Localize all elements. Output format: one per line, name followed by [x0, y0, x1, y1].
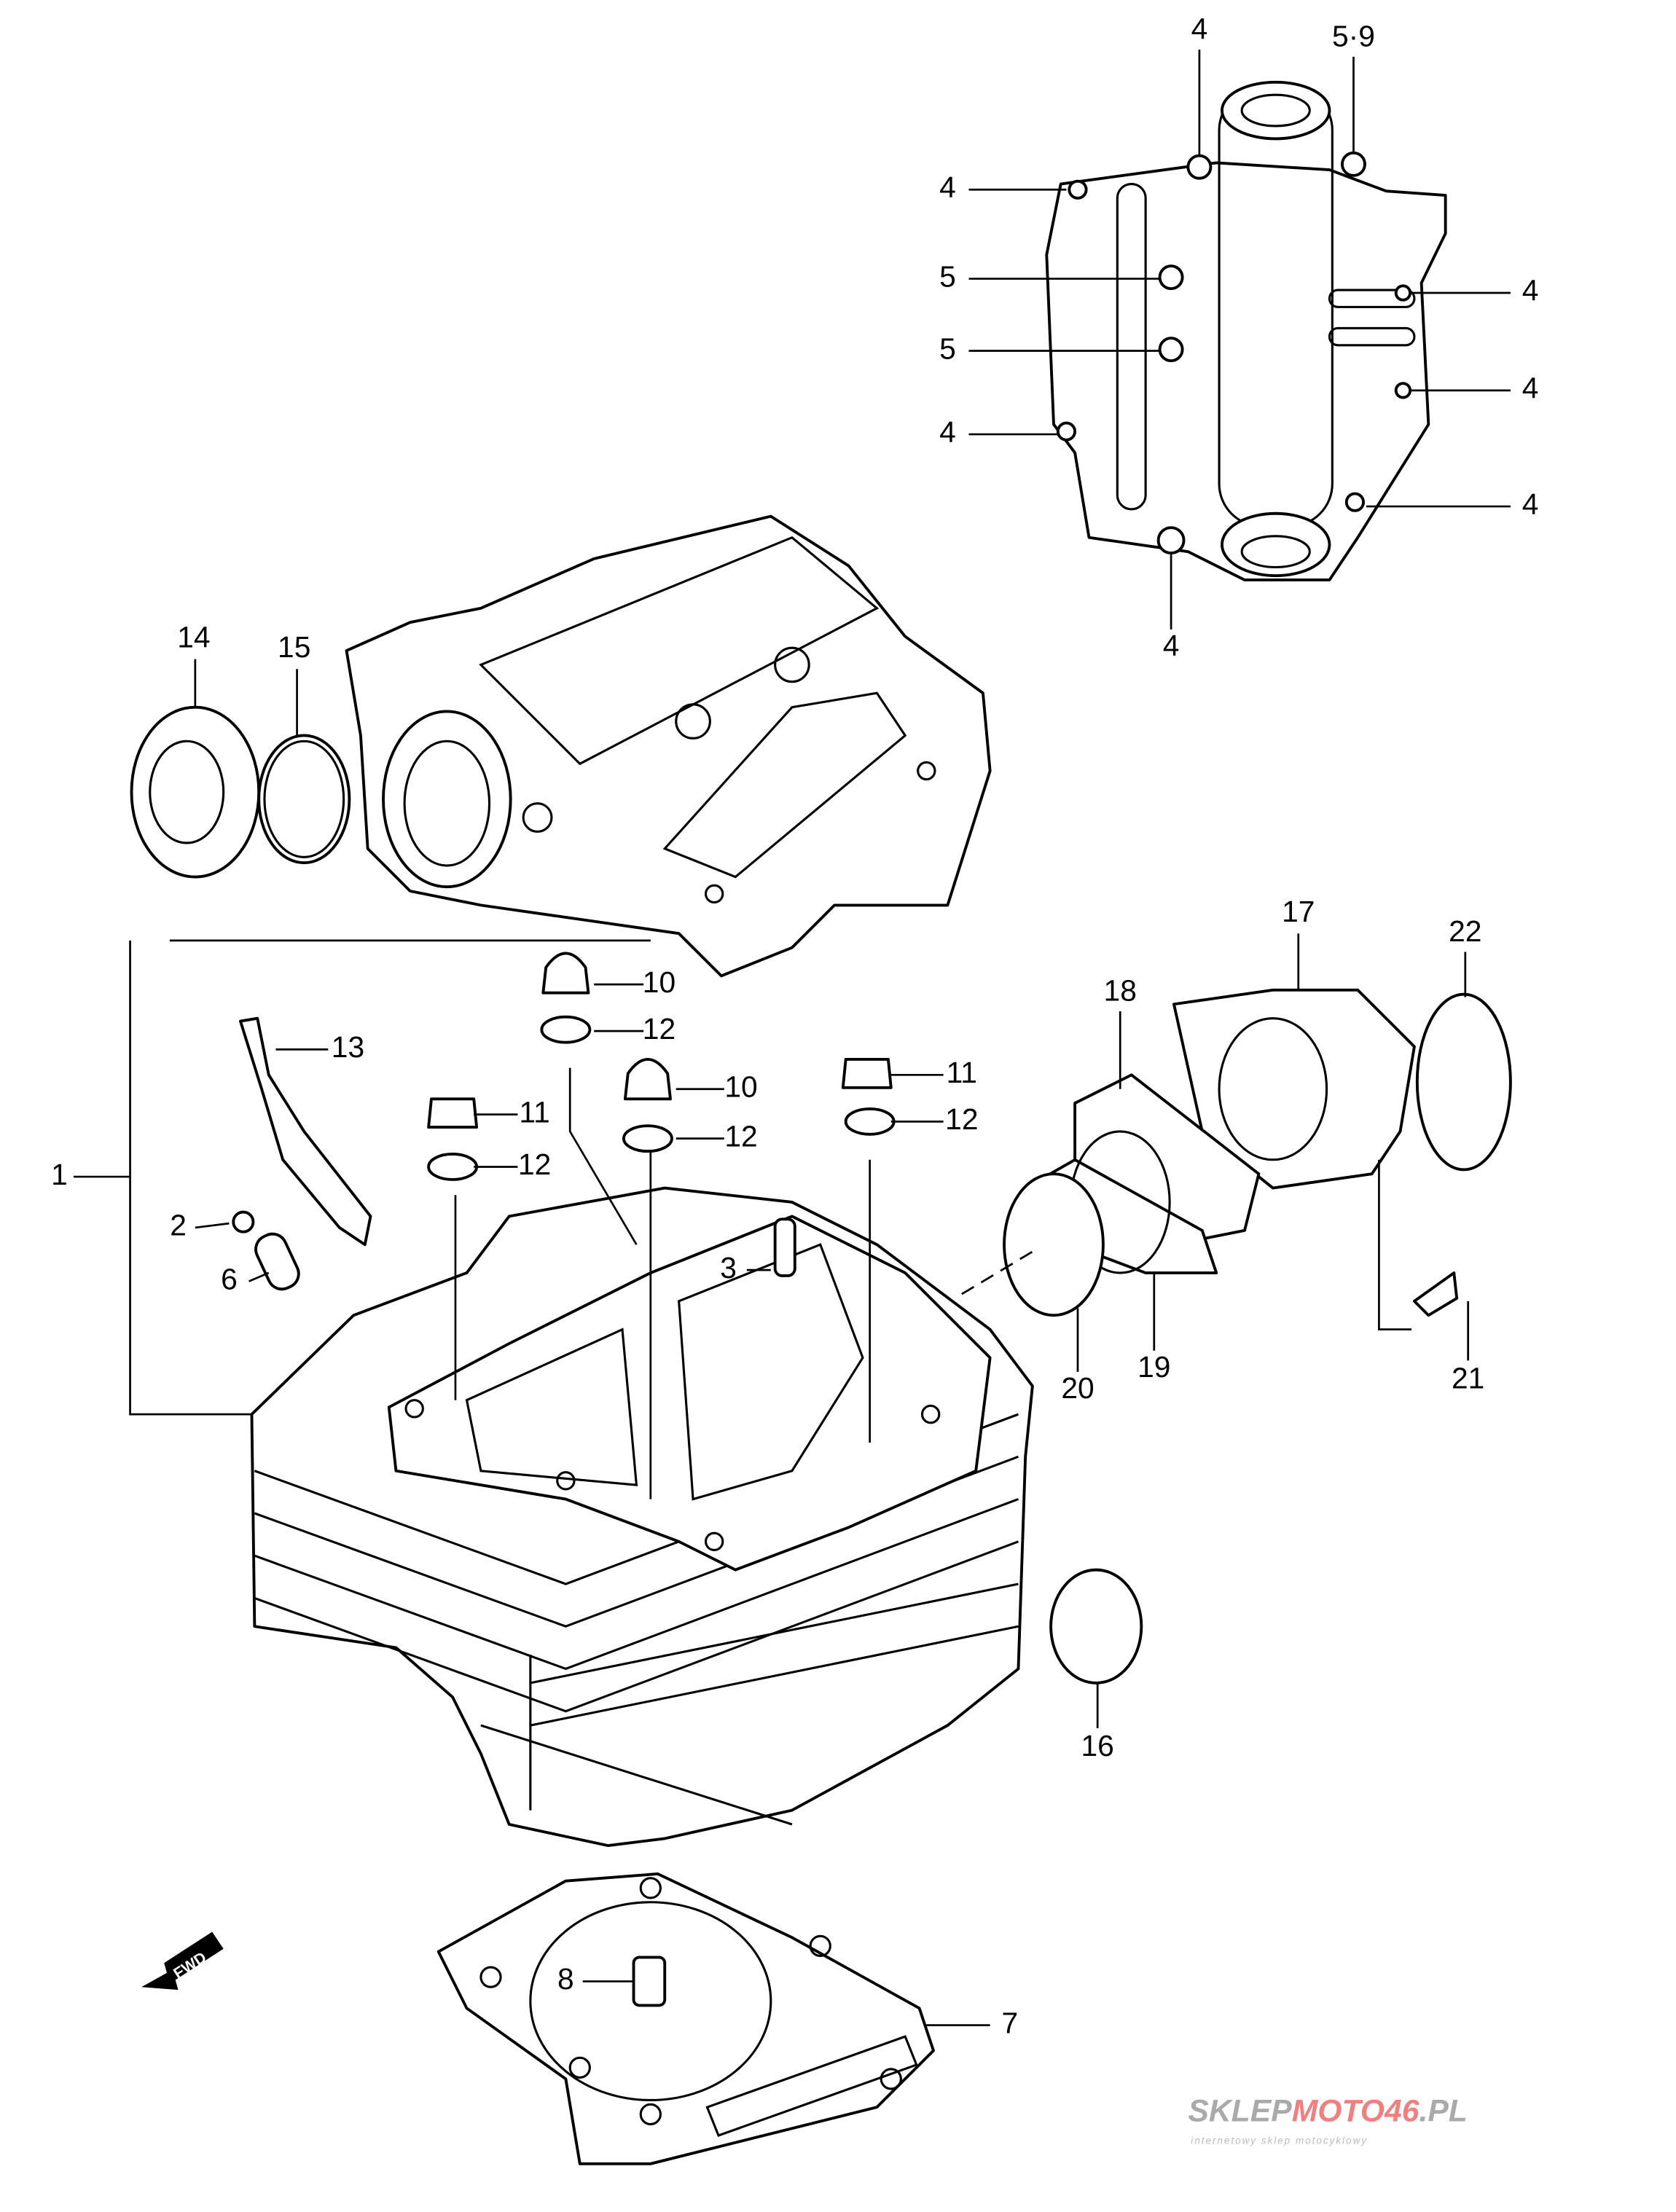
callout-5: 5: [939, 259, 956, 293]
callout-10: 10: [724, 1070, 757, 1103]
cylinder-head-cover: [345, 514, 992, 978]
callout-8: 8: [557, 1962, 574, 1996]
callout-12: 12: [518, 1148, 551, 1181]
callout-4: 4: [1522, 274, 1539, 307]
leader-lines: [73, 50, 1511, 2026]
callout-20: 20: [1061, 1371, 1094, 1405]
watermark-a: SKLEP: [1188, 2094, 1292, 2129]
callout-2: 2: [170, 1209, 187, 1242]
callout-12: 12: [724, 1119, 757, 1153]
callout-1: 1: [51, 1158, 68, 1191]
callout-12: 12: [945, 1102, 978, 1136]
fwd-arrow-icon: FWD: [141, 1931, 224, 1991]
callout-3: 3: [720, 1251, 737, 1285]
intake-pipe-assembly: [1003, 988, 1512, 1685]
callout-4: 4: [939, 415, 956, 449]
callout-21: 21: [1452, 1361, 1484, 1395]
watermark-c: .PL: [1419, 2094, 1467, 2129]
callout-15: 15: [278, 630, 310, 664]
callout-18: 18: [1104, 973, 1137, 1007]
callout-10: 10: [643, 965, 676, 999]
callout-13: 13: [332, 1030, 364, 1064]
flange-nut: [427, 1097, 479, 1129]
callout-6: 6: [221, 1262, 238, 1295]
cap-nut: [623, 1058, 672, 1101]
callout-16: 16: [1081, 1729, 1113, 1762]
callout-12: 12: [643, 1012, 676, 1046]
cylinder-head-cover-top-view: [1045, 80, 1447, 581]
cap-nut: [541, 952, 590, 995]
washer: [427, 1153, 479, 1181]
callout-4: 4: [1163, 629, 1180, 662]
callout-4: 4: [1191, 12, 1208, 46]
callout-5-9: 5·9: [1332, 19, 1375, 52]
cylinder-head: [250, 1186, 1034, 1848]
flange-nut: [841, 1058, 893, 1089]
callout-5: 5: [939, 332, 956, 365]
svg-text:SKLEPMOTO46.PL: SKLEPMOTO46.PL: [1188, 2094, 1468, 2129]
cylinder-head-gasket: [436, 1872, 935, 2165]
small-parts: [232, 952, 896, 1291]
callout-11: 11: [520, 1095, 550, 1129]
watermark-logo: SKLEPMOTO46.PL internetowy sklep motocyk…: [1188, 2094, 1468, 2146]
watermark-b: MOTO46: [1292, 2094, 1419, 2129]
callout-19: 19: [1137, 1350, 1170, 1384]
callout-11: 11: [947, 1056, 977, 1089]
washer: [844, 1107, 896, 1136]
callout-4: 4: [939, 170, 956, 204]
washer: [622, 1124, 673, 1153]
washer: [540, 1015, 592, 1044]
callout-17: 17: [1282, 895, 1315, 928]
cap-and-oring: [130, 705, 351, 879]
callout-14: 14: [177, 620, 210, 654]
callout-4: 4: [1522, 372, 1539, 405]
callout-22: 22: [1449, 914, 1481, 948]
watermark-tagline: internetowy sklep motocyklowy: [1191, 2135, 1368, 2146]
callout-4: 4: [1522, 487, 1539, 521]
callout-7: 7: [1001, 2006, 1018, 2039]
